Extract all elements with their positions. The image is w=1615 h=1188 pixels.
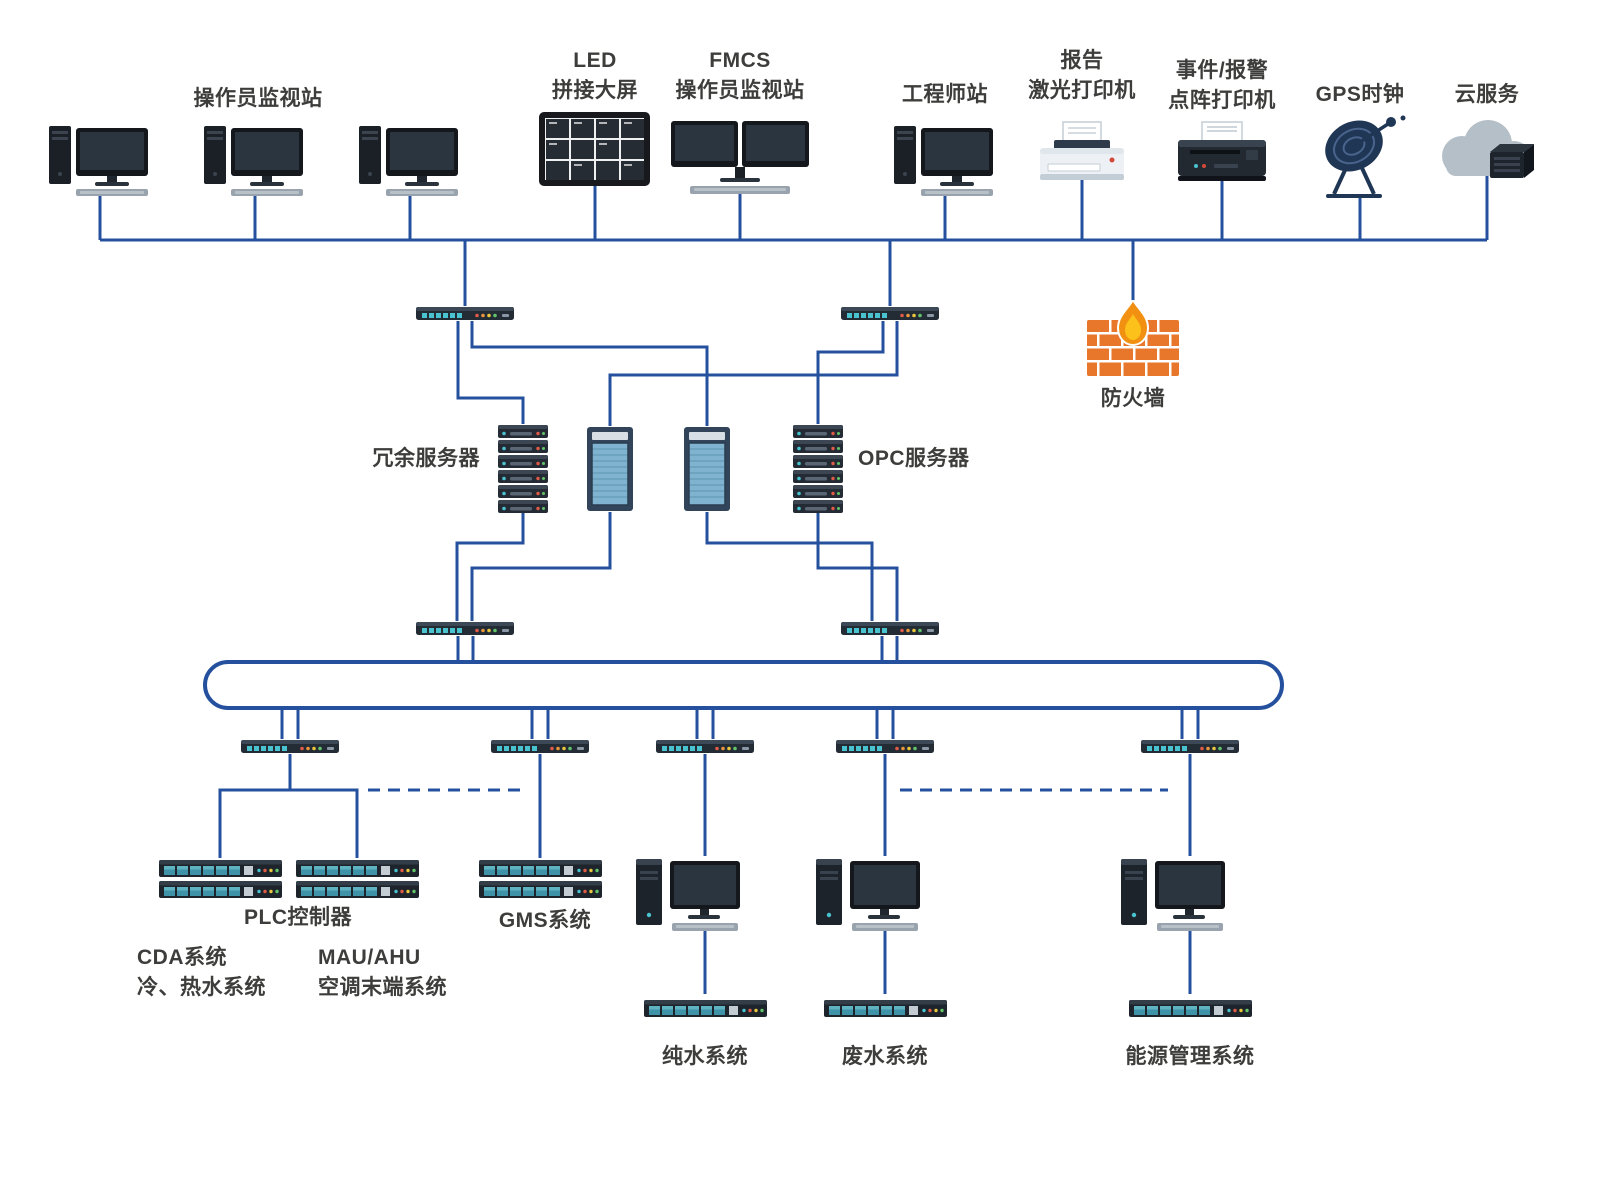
rack-cabinet-icon [682, 425, 732, 513]
distribution-switch-icon [415, 620, 515, 637]
core-switch-icon [415, 305, 515, 322]
label-mau-ahu-system: MAU/AHU 空调末端系统 [318, 946, 447, 1000]
label-operator-station: 操作员监视站 [193, 87, 323, 110]
field-switch-icon [240, 738, 340, 755]
label-dot-matrix-printer: 事件/报警 点阵打印机 [1168, 59, 1276, 113]
field-switch-icon [490, 738, 590, 755]
server-distribution-links [455, 512, 899, 621]
dot-matrix-printer-icon [1172, 120, 1272, 194]
led-wall-icon [537, 110, 652, 188]
field-switch-icon [655, 738, 755, 755]
ring-bus [203, 660, 1284, 710]
tower-pc-icon [1115, 855, 1230, 935]
plc-rail-icon [823, 993, 948, 1025]
label-gms-system: GMS系统 [498, 909, 592, 932]
ring-drop-links [280, 706, 1200, 739]
field-switch-icon [835, 738, 935, 755]
operator-workstation-icon [45, 118, 155, 198]
plc-rail-icon [1128, 993, 1253, 1025]
label-engineer-station: 工程师站 [902, 83, 988, 106]
label-pure-water-system: 纯水系统 [662, 1045, 748, 1068]
switch-ring-links [456, 636, 899, 662]
label-cda-system: CDA系统 冷、热水系统 [137, 946, 266, 1000]
firewall-icon [1085, 300, 1181, 376]
label-energy-management-system: 能源管理系统 [1125, 1045, 1255, 1068]
label-cloud-service: 云服务 [1454, 83, 1520, 106]
opc-server-stack-icon [790, 423, 846, 515]
label-firewall: 防火墙 [1100, 387, 1166, 410]
gps-dish-icon [1310, 112, 1410, 200]
plc-rack-icon [158, 858, 283, 900]
label-opc-server: OPC服务器 [858, 447, 970, 470]
fmcs-dual-monitor-station-icon [665, 115, 815, 197]
distribution-switch-icon [840, 620, 940, 637]
plc-rail-icon [643, 993, 768, 1025]
label-plc-controller: PLC控制器 [244, 906, 352, 929]
operator-workstation-icon [200, 118, 310, 198]
tower-pc-icon [630, 855, 745, 935]
label-gps-clock: GPS时钟 [1315, 83, 1405, 106]
redundant-server-stack-icon [495, 423, 551, 515]
core-switch-icon [840, 305, 940, 322]
cloud-server-icon [1432, 118, 1542, 190]
label-fmcs-station: FMCS 操作员监视站 [675, 49, 805, 103]
label-led-wall: LED 拼接大屏 [552, 49, 638, 103]
label-redundant-server: 冗余服务器 [372, 447, 480, 470]
label-waste-water-system: 废水系统 [842, 1045, 928, 1068]
gms-plc-rack-icon [478, 858, 603, 900]
rack-cabinet-icon [585, 425, 635, 513]
plc-rack-icon [295, 858, 420, 900]
tower-pc-icon [810, 855, 925, 935]
engineer-workstation-icon [890, 118, 1000, 198]
operator-workstation-icon [355, 118, 465, 198]
label-laser-printer: 报告 激光打印机 [1028, 49, 1136, 103]
field-switch-icon [1140, 738, 1240, 755]
laser-printer-icon [1032, 120, 1132, 192]
core-switch-server-links [456, 321, 899, 426]
